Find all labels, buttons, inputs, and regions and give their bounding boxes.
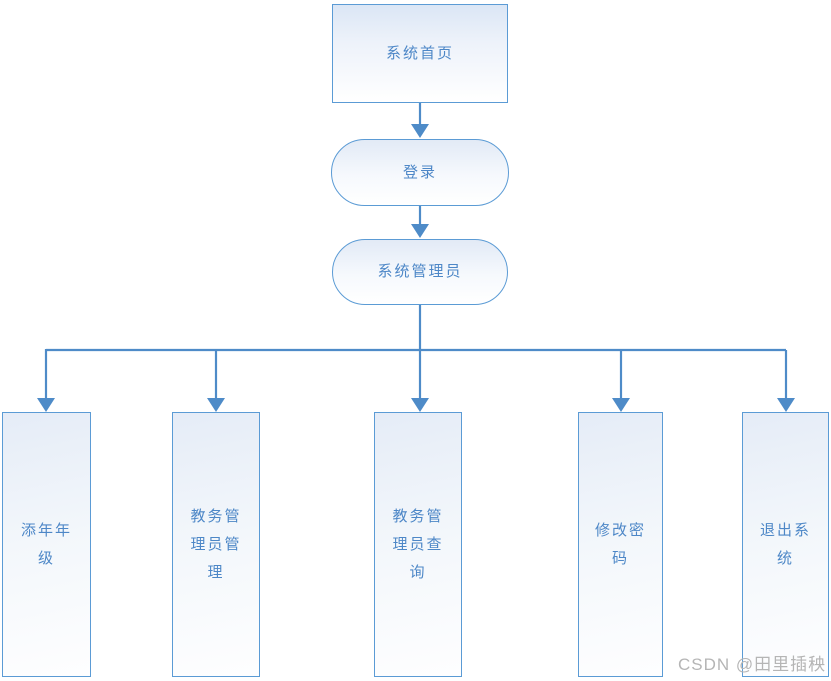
- node-leaf-admin-query-label: 教务管 理员查 询: [392, 507, 444, 581]
- arrowhead-login: [411, 124, 429, 138]
- node-leaf-admin-manage: 教务管 理员管 理: [172, 412, 260, 677]
- arrowhead-leaf-4: [612, 398, 630, 412]
- node-leaf-exit-system-label: 退出系 统: [759, 521, 811, 567]
- node-system-admin: 系统管理员: [332, 239, 508, 305]
- arrowhead-leaf-5: [777, 398, 795, 412]
- arrowhead-leaf-3: [411, 398, 429, 412]
- node-system-home-label: 系统首页: [385, 44, 454, 62]
- node-leaf-admin-manage-label: 教务管 理员管 理: [190, 507, 242, 581]
- node-leaf-change-password: 修改密 码: [578, 412, 663, 677]
- node-system-admin-label: 系统管理员: [377, 263, 463, 280]
- node-login: 登录: [331, 139, 509, 206]
- node-leaf-add-grade: 添年年 级: [2, 412, 91, 677]
- node-leaf-change-password-label: 修改密 码: [594, 521, 646, 567]
- csdn-watermark: CSDN @田里插秧: [678, 655, 827, 674]
- node-system-home: 系统首页: [332, 4, 508, 103]
- arrowhead-leaf-1: [37, 398, 55, 412]
- node-leaf-add-grade-label: 添年年 级: [20, 521, 72, 567]
- node-login-label: 登录: [402, 163, 437, 181]
- node-leaf-admin-query: 教务管 理员查 询: [374, 412, 462, 677]
- arrowhead-admin: [411, 224, 429, 238]
- node-leaf-exit-system: 退出系 统: [742, 412, 829, 677]
- arrowhead-leaf-2: [207, 398, 225, 412]
